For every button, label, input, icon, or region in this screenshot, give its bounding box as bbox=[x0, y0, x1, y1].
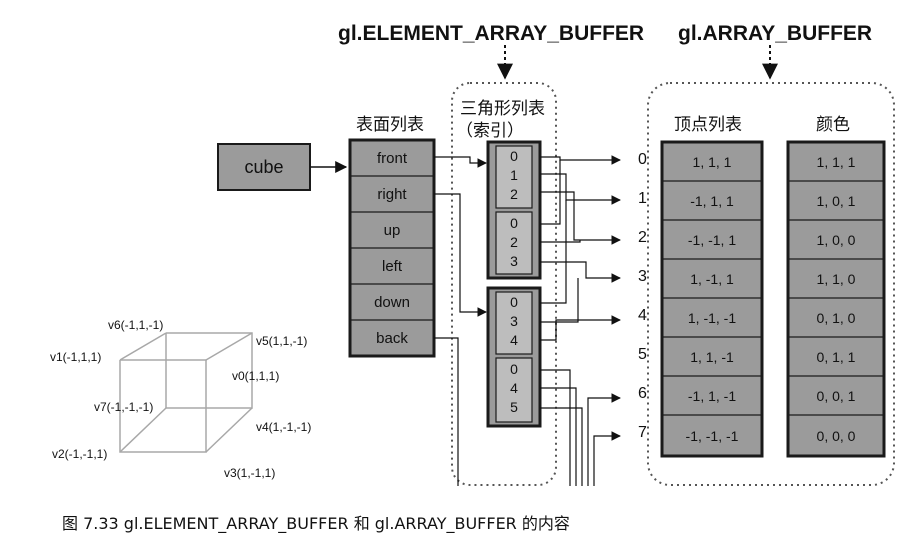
face-down: down bbox=[374, 293, 410, 311]
array-buffer-header: gl.ARRAY_BUFFER bbox=[678, 22, 873, 45]
back-to-bottom-line bbox=[434, 337, 459, 486]
cube-vertex-v4: v4(1,-1,-1) bbox=[256, 420, 312, 434]
front-to-indices-arrow bbox=[434, 156, 487, 168]
vertex-cell: 1, -1, -1 bbox=[687, 309, 737, 326]
vertex-cell: -1, -1, 1 bbox=[687, 231, 737, 248]
vertex-index: 5 bbox=[638, 346, 647, 363]
cube-vertex-v2: v2(-1,-1,1) bbox=[52, 447, 108, 461]
face-front: front bbox=[376, 149, 407, 167]
cube-vertex-v1: v1(-1,1,1) bbox=[50, 350, 102, 364]
index-cell: 0 bbox=[510, 215, 518, 231]
face-back: back bbox=[376, 329, 408, 347]
index-cell: 3 bbox=[510, 253, 518, 269]
triangle-list-label: 三角形列表 bbox=[460, 99, 545, 119]
vertex-index: 7 bbox=[638, 424, 647, 441]
index-cell: 3 bbox=[510, 313, 518, 329]
cube-wireframe bbox=[119, 332, 253, 453]
color-cell: 1, 1, 1 bbox=[816, 153, 856, 170]
cube-vertex-v0: v0(1,1,1) bbox=[232, 369, 280, 383]
face-left: left bbox=[381, 257, 402, 275]
vertex-cell: -1, 1, -1 bbox=[687, 387, 737, 404]
color-cell: 1, 1, 0 bbox=[816, 270, 856, 287]
index-cell: 4 bbox=[510, 380, 518, 396]
vertex-cell: 1, -1, 1 bbox=[690, 270, 734, 287]
index-cell: 0 bbox=[510, 361, 518, 377]
element-buffer-region bbox=[451, 82, 557, 486]
vertex-cell: -1, 1, 1 bbox=[690, 192, 734, 209]
color-cell: 0, 1, 0 bbox=[816, 309, 856, 326]
cube-label: cube bbox=[244, 156, 284, 177]
color-cell: 0, 1, 1 bbox=[816, 348, 856, 365]
vertex-list bbox=[660, 140, 764, 458]
array-buffer-region bbox=[647, 82, 895, 486]
index-cell: 4 bbox=[510, 332, 518, 348]
face-list bbox=[348, 138, 436, 358]
color-cell: 1, 0, 1 bbox=[816, 192, 856, 209]
vertex-index: 1 bbox=[638, 190, 647, 207]
right-to-indices-arrow bbox=[434, 193, 487, 317]
vertex-index: 6 bbox=[638, 385, 647, 402]
element-array-buffer-header: gl.ELEMENT_ARRAY_BUFFER bbox=[338, 22, 645, 45]
triangle-list-sublabel: （索引） bbox=[456, 121, 524, 141]
vertex-list-label: 顶点列表 bbox=[674, 115, 742, 135]
color-cell: 1, 0, 0 bbox=[816, 231, 856, 248]
face-right: right bbox=[377, 185, 407, 203]
index-cell: 5 bbox=[510, 399, 518, 415]
cube-vertex-v5: v5(1,1,-1) bbox=[256, 334, 308, 348]
face-list-label: 表面列表 bbox=[356, 115, 424, 135]
vertex-index: 3 bbox=[638, 268, 647, 285]
index-to-vertex-connectors bbox=[540, 155, 621, 486]
index-cell: 0 bbox=[510, 148, 518, 164]
vertex-index: 2 bbox=[638, 229, 647, 246]
index-group-2 bbox=[486, 286, 542, 428]
cube-vertex-v7: v7(-1,-1,-1) bbox=[94, 400, 154, 414]
index-cell: 2 bbox=[510, 186, 518, 202]
vertex-index: 4 bbox=[638, 307, 647, 324]
color-cell: 0, 0, 1 bbox=[816, 387, 856, 404]
index-group-1 bbox=[486, 140, 542, 280]
cube-vertex-v3: v3(1,-1,1) bbox=[224, 466, 276, 480]
index-cell: 0 bbox=[510, 294, 518, 310]
color-label: 颜色 bbox=[816, 115, 850, 135]
vertex-cell: 1, 1, 1 bbox=[692, 153, 732, 170]
vertex-cell: -1, -1, -1 bbox=[685, 427, 739, 444]
color-list bbox=[786, 140, 886, 458]
color-cell: 0, 0, 0 bbox=[816, 427, 856, 444]
index-cell: 1 bbox=[510, 167, 518, 183]
figure-caption: 图 7.33 gl.ELEMENT_ARRAY_BUFFER 和 gl.ARRA… bbox=[62, 514, 570, 533]
face-up: up bbox=[383, 221, 401, 239]
vertex-index: 0 bbox=[638, 151, 647, 168]
cube-vertex-v6: v6(-1,1,-1) bbox=[108, 318, 164, 332]
index-cell: 2 bbox=[510, 234, 518, 250]
vertex-cell: 1, 1, -1 bbox=[690, 348, 734, 365]
